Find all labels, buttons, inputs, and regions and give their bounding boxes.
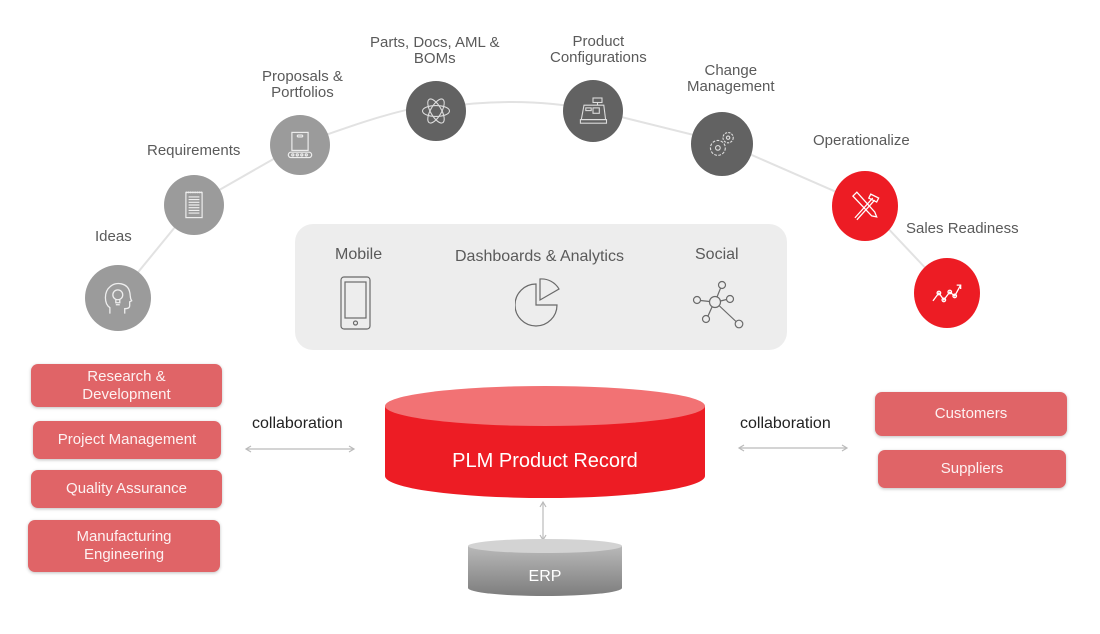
trend-chart-icon [932, 284, 962, 303]
stage-label-operationalize: Operationalize [813, 132, 910, 149]
stage-label-parts-docs: Parts, Docs, AML & BOMs [370, 35, 500, 67]
cash-register-icon [579, 97, 608, 125]
panel-label-social: Social [695, 246, 739, 263]
stage-label-product-configurations: Product Configurations [550, 34, 647, 66]
mobile-phone-icon[interactable] [340, 276, 372, 332]
group-label: Manufacturing [76, 528, 172, 545]
stage-requirements-node[interactable] [164, 175, 224, 235]
group-project-management[interactable]: Project Management [33, 421, 221, 459]
stage-ideas-node[interactable] [85, 265, 151, 331]
group-label: Research & [87, 367, 166, 385]
stage-label-sales-readiness: Sales Readiness [906, 220, 1019, 237]
plm-product-record-label: PLM Product Record [452, 450, 638, 472]
group-label: Development [82, 385, 171, 403]
conveyor-box-icon [287, 131, 313, 159]
group-customers[interactable]: Customers [875, 392, 1067, 436]
erp-cylinder[interactable] [466, 538, 624, 600]
group-research-development[interactable]: Research &Development [31, 364, 222, 407]
label-line: BOMs [413, 50, 456, 67]
stage-sales-readiness-node[interactable] [914, 258, 980, 328]
label-line: Product [572, 33, 625, 50]
collaboration-arrow-left [244, 445, 356, 453]
group-quality-assurance[interactable]: Quality Assurance [31, 470, 222, 508]
collaboration-label-left: collaboration [252, 415, 343, 432]
label-line: Configurations [550, 49, 647, 66]
channels-panel: Mobile Dashboards & Analytics Social [295, 224, 787, 350]
pie-chart-icon[interactable] [515, 276, 563, 328]
group-suppliers[interactable]: Suppliers [878, 450, 1066, 488]
atom-icon [421, 98, 451, 124]
notepad-icon [185, 191, 203, 219]
stage-label-requirements: Requirements [147, 142, 241, 159]
head-lightbulb-icon [104, 283, 133, 314]
plm-erp-arrow [539, 500, 547, 542]
stage-label-change-management: Change Management [687, 63, 775, 95]
panel-label-dashboards: Dashboards & Analytics [455, 248, 624, 265]
stage-label-ideas: Ideas [95, 228, 132, 245]
network-icon[interactable] [691, 280, 745, 330]
stage-change-management-node[interactable] [691, 112, 753, 176]
gears-icon [710, 131, 735, 156]
collaboration-arrow-right [737, 444, 849, 452]
hammer-wrench-icon [852, 191, 880, 221]
plm-product-record-cylinder[interactable] [380, 384, 710, 504]
group-label: Project Management [57, 431, 197, 448]
group-label: Engineering [83, 546, 165, 563]
erp-label: ERP [528, 568, 562, 585]
panel-label-mobile: Mobile [335, 246, 383, 263]
stage-operationalize-node[interactable] [832, 171, 898, 241]
label-line: Proposals & [262, 68, 343, 85]
group-label: Suppliers [940, 460, 1004, 477]
label-line: Parts, Docs, AML & [370, 34, 500, 51]
stage-product-configurations-node[interactable] [563, 80, 623, 142]
label-line: Change [704, 62, 758, 79]
group-label: Quality Assurance [66, 480, 187, 497]
label-line: Portfolios [271, 84, 334, 101]
stage-proposals-portfolios-node[interactable] [270, 115, 330, 175]
stage-label-proposals-portfolios: Proposals & Portfolios [262, 69, 343, 101]
stage-parts-docs-node[interactable] [406, 81, 466, 141]
group-label: Customers [934, 405, 1008, 422]
label-line: Management [687, 78, 775, 95]
collaboration-label-right: collaboration [740, 415, 831, 432]
